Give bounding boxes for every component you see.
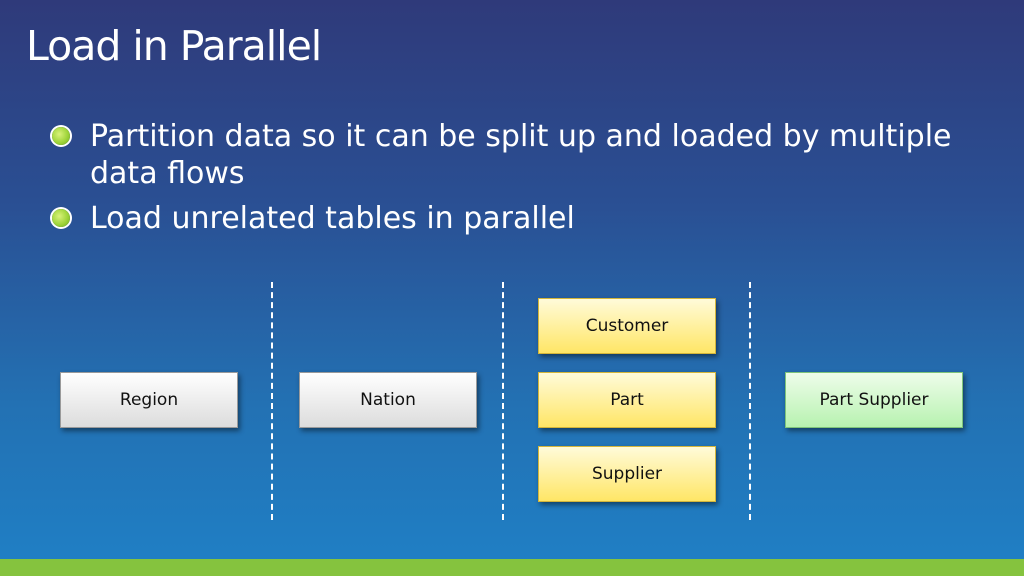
bullet-item: Partition data so it can be split up and…: [52, 118, 952, 192]
table-box-customer: Customer: [538, 298, 716, 354]
table-box-part: Part: [538, 372, 716, 428]
bullet-dot-icon: [52, 127, 70, 145]
table-box-region: Region: [60, 372, 238, 428]
bullet-item: Load unrelated tables in parallel: [52, 200, 952, 237]
bullet-text: Load unrelated tables in parallel: [90, 201, 575, 236]
table-box-supplier: Supplier: [538, 446, 716, 502]
slide-title: Load in Parallel: [26, 22, 322, 70]
table-box-part-supplier: Part Supplier: [785, 372, 963, 428]
stage-divider: [271, 282, 273, 520]
stage-divider: [502, 282, 504, 520]
footer-accent-bar: [0, 559, 1024, 576]
stage-divider: [749, 282, 751, 520]
table-box-nation: Nation: [299, 372, 477, 428]
bullet-text: Partition data so it can be split up and…: [90, 119, 952, 191]
bullet-dot-icon: [52, 209, 70, 227]
bullet-list: Partition data so it can be split up and…: [52, 118, 952, 245]
